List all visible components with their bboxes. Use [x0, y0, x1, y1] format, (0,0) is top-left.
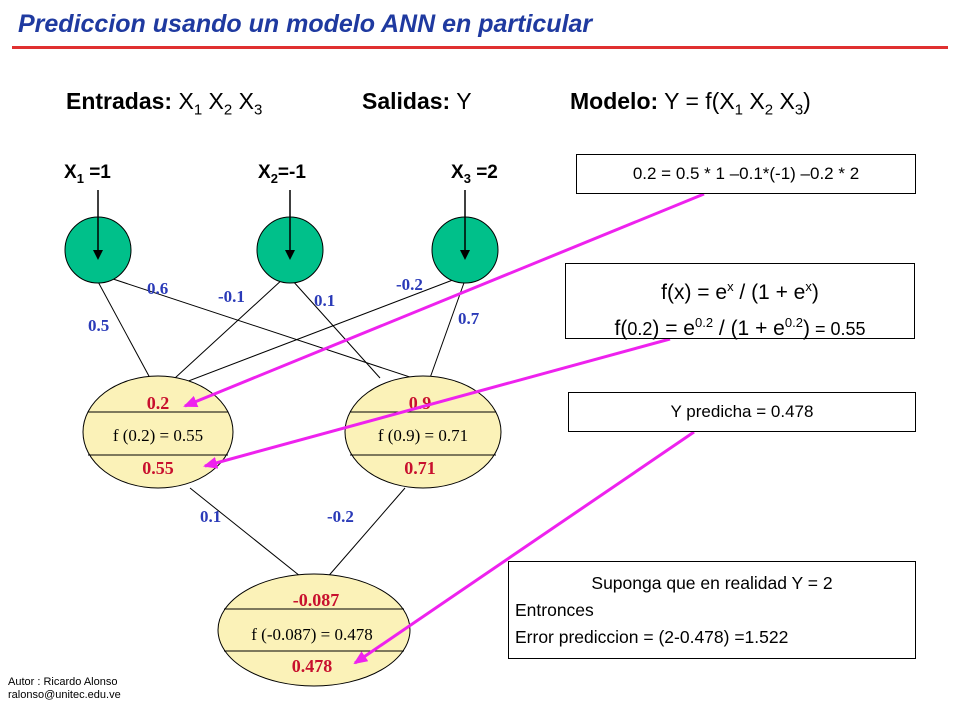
sig2-d: 0.2: [694, 315, 714, 330]
modelo-part1: Y = f(X: [664, 88, 735, 114]
error-box: Suponga que en realidad Y = 2 Entronces …: [508, 561, 916, 659]
hidden2-func: f (0.9) = 0.71: [378, 426, 468, 445]
sig2-f: 0.2: [784, 315, 803, 330]
error-line-3: Error prediccion = (2-0.478) =1.522: [515, 627, 789, 647]
sig2-b: 0.2: [627, 319, 653, 339]
error-line-2: Entronces: [515, 600, 594, 620]
weight-x1-h1: 0.5: [88, 316, 109, 335]
hidden-node-2: [344, 375, 502, 489]
x2-var: X: [258, 162, 271, 183]
modelo-sub3: 3: [794, 101, 804, 119]
hidden1-func: f (0.2) = 0.55: [113, 426, 203, 445]
x1-var: X: [64, 162, 77, 183]
entradas-var2: X: [202, 88, 224, 114]
x3-var: X: [451, 162, 464, 183]
entradas-sub1: 1: [193, 101, 203, 119]
entradas-sub3: 3: [253, 101, 263, 119]
weighted-sum-box: 0.2 = 0.5 * 1 –0.1*(-1) –0.2 * 2: [576, 154, 916, 194]
modelo-sub2: 2: [764, 101, 774, 119]
weight-h2-out: -0.2: [327, 507, 354, 526]
weight-x2-h1: -0.1: [218, 287, 245, 306]
author-email: ralonso@unitec.edu.ve: [8, 689, 121, 701]
modelo-part3: X: [773, 88, 795, 114]
weight-h1-out: 0.1: [200, 507, 221, 526]
sigmoid-box: f(x) = ex / (1 + ex) f(0.2) = e0.2 / (1 …: [565, 263, 915, 340]
input-label-x2: X2=-1: [258, 162, 306, 186]
hidden2-out: 0.71: [404, 458, 436, 478]
sig1-c: / (1 + e: [733, 281, 806, 304]
hidden1-sum: 0.2: [147, 393, 170, 413]
modelo-part2: X: [743, 88, 765, 114]
entradas-var3: X: [232, 88, 254, 114]
author-name: Autor : Ricardo Alonso: [8, 676, 118, 688]
model-header: Modelo: Y = f(X1 X2 X3): [570, 88, 811, 119]
sig1-d: x: [805, 279, 812, 294]
salidas-label: Salidas:: [362, 88, 451, 114]
modelo-sub1: 1: [734, 101, 744, 119]
input-label-x3: X3 =2: [451, 162, 498, 186]
weight-x1-h2: 0.6: [147, 279, 168, 298]
input-label-x1: X1 =1: [64, 162, 111, 186]
edge-x1-h1: [95, 277, 151, 379]
edge-x1-h2: [103, 275, 426, 383]
edge-h1-out: [189, 487, 306, 581]
x3-sub: 3: [463, 170, 471, 186]
output-out: 0.478: [292, 656, 333, 676]
arrow-prediction-to-output: [353, 430, 695, 665]
output-sum: -0.087: [293, 590, 340, 610]
entradas-var1: X: [178, 88, 194, 114]
sig2-a: f(: [614, 317, 628, 340]
edge-x3-h2: [429, 279, 466, 379]
sig2-e: / (1 + e: [713, 317, 785, 340]
weight-x3-h1: -0.2: [396, 275, 423, 294]
sig2-h: = 0.55: [809, 319, 866, 339]
edge-h2-out: [324, 487, 406, 581]
error-line-1: Suponga que en realidad Y = 2: [591, 573, 833, 593]
entradas-label: Entradas:: [66, 88, 173, 114]
modelo-part4: ): [803, 88, 811, 114]
page-title: Prediccion usando un modelo ANN en parti…: [18, 10, 593, 38]
title-divider: [12, 46, 948, 49]
weight-x3-h2: 0.7: [458, 309, 480, 328]
arrow-calc-to-sum: [183, 192, 705, 408]
x1-assign: =1: [83, 162, 111, 183]
hidden1-out: 0.55: [142, 458, 174, 478]
arrow-sigmoid-to-out: [203, 337, 671, 469]
output-func: f (-0.087) = 0.478: [251, 625, 372, 644]
author-credit: Autor : Ricardo Alonso ralonso@unitec.ed…: [8, 676, 121, 702]
sig2-g: ): [802, 317, 810, 340]
outputs-header: Salidas: Y: [362, 88, 472, 115]
sigmoid-formula: f(x) = ex / (1 + ex): [566, 272, 914, 308]
edge-x2-h2: [291, 279, 381, 379]
x1-sub: 1: [76, 170, 84, 186]
edge-x2-h1: [174, 277, 285, 379]
sig1-e: ): [811, 281, 819, 304]
inputs-header: Entradas: X1 X2 X3: [66, 88, 262, 119]
salidas-value: Y: [456, 88, 472, 114]
x2-assign: =-1: [277, 162, 306, 183]
entradas-sub2: 2: [223, 101, 233, 119]
modelo-label: Modelo:: [570, 88, 659, 114]
sig2-c: ) = e: [652, 317, 695, 340]
x3-assign: =2: [470, 162, 498, 183]
sig1-a: f(x) = e: [661, 281, 728, 304]
sig1-b: x: [727, 279, 734, 294]
edge-x3-h1: [177, 277, 459, 386]
x2-sub: 2: [270, 170, 278, 186]
prediction-box: Y predicha = 0.478: [568, 392, 916, 432]
weight-x2-h2: 0.1: [314, 291, 335, 310]
sigmoid-evaluation: f(0.2) = e0.2 / (1 + e0.2) = 0.55: [566, 308, 914, 344]
